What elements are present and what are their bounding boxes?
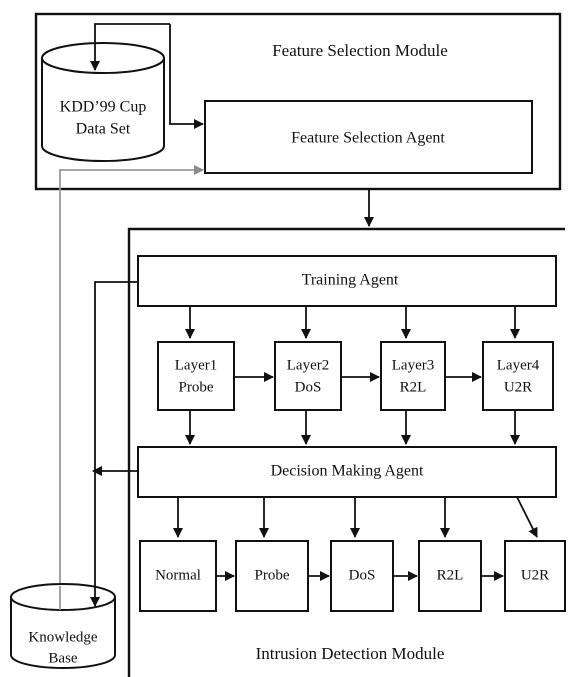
kdd-dataset-cylinder	[41, 42, 165, 162]
layer4-label-line2: U2R	[504, 379, 532, 395]
feature-selection-agent-label: Feature Selection Agent	[291, 130, 445, 147]
decision-making-agent-box	[137, 446, 557, 498]
output-probe-box	[235, 540, 309, 612]
output-r2l-box	[418, 540, 482, 612]
knowledge-base-label-line2: Base	[48, 650, 78, 666]
training-agent-label: Training Agent	[302, 272, 399, 289]
feature-selection-module-frame	[34, 12, 562, 191]
output-u2r-label: U2R	[521, 567, 549, 583]
knowledge-to-feature-agent-connector	[59, 165, 204, 596]
output-probe-label: Probe	[255, 567, 290, 583]
layer2-label-line1: Layer2	[287, 357, 329, 373]
intrusion-detection-module-title: Intrusion Detection Module	[256, 644, 445, 663]
training-agent-box	[137, 255, 557, 307]
knowledge-base-cylinder	[10, 583, 116, 669]
knowledge-base-label-line1: Knowledge	[28, 629, 97, 645]
output-r2l-label: R2L	[437, 567, 464, 583]
intrusion-detection-module-frame	[127, 227, 565, 677]
layer3-label-line2: R2L	[400, 379, 427, 395]
layer1-probe-box	[157, 341, 235, 411]
output-normal-label: Normal	[155, 567, 201, 583]
layer4-label-line1: Layer4	[497, 357, 540, 373]
training-to-knowledge-connector	[90, 281, 138, 597]
feature-selection-agent-box	[204, 100, 533, 174]
layer3-r2l-box	[380, 341, 446, 411]
layer1-label-line2: Probe	[179, 379, 214, 395]
layer2-dos-box	[274, 341, 342, 411]
output-u2r-box	[504, 540, 566, 612]
output-dos-box	[330, 540, 394, 612]
layer2-label-line2: DoS	[295, 379, 322, 395]
layer3-label-line1: Layer3	[392, 357, 434, 373]
decision-to-outputs-connectors	[173, 496, 538, 538]
kdd-dataset-label-line2: Data Set	[76, 121, 131, 138]
layer1-label-line1: Layer1	[175, 357, 217, 373]
feature-selection-module-title: Feature Selection Module	[272, 41, 448, 60]
decision-making-agent-label: Decision Making Agent	[271, 463, 424, 480]
output-dos-label: DoS	[349, 567, 376, 583]
layer4-u2r-box	[482, 341, 554, 411]
training-to-layers-connectors	[185, 306, 520, 339]
dataset-feedback-connector	[90, 23, 204, 129]
layers-to-decision-connectors	[185, 410, 520, 445]
kdd-dataset-label-line1: KDD’99 Cup	[60, 99, 147, 116]
